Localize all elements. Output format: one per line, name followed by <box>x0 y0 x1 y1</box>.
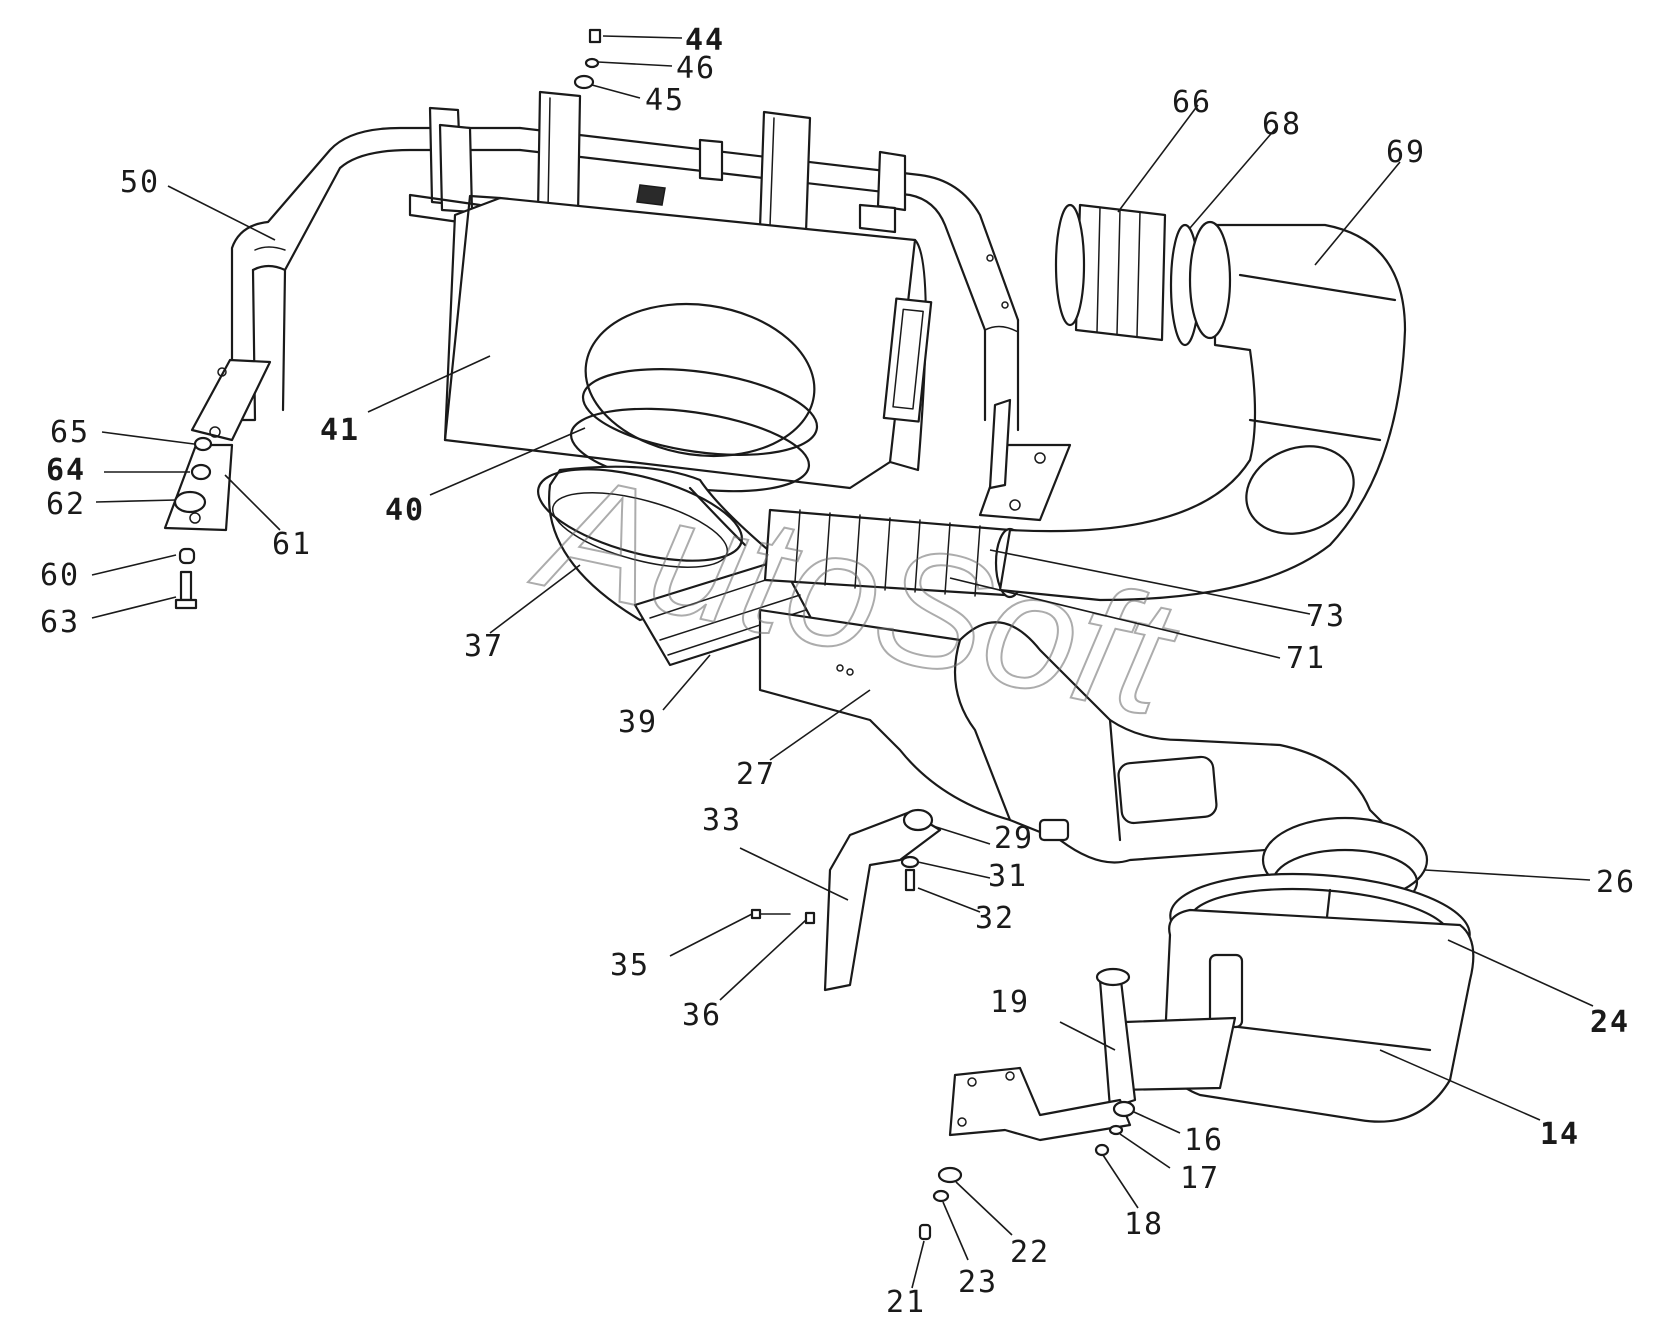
callout-32: 32 <box>975 901 1015 936</box>
callout-35: 35 <box>610 948 650 983</box>
callout-39: 39 <box>618 705 658 740</box>
callout-45: 45 <box>645 83 685 118</box>
callout-41: 41 <box>320 413 360 448</box>
callout-46: 46 <box>676 51 716 86</box>
lower-housing-part-14 <box>1163 908 1475 1123</box>
callout-labels: 44 46 45 66 68 69 50 41 65 64 62 61 60 6… <box>40 23 1636 1320</box>
callout-71: 71 <box>1286 641 1326 676</box>
intake-duct-part-27 <box>758 608 1402 864</box>
bracket-bar-part-50 <box>163 90 1072 532</box>
callout-19: 19 <box>990 985 1030 1020</box>
callout-24: 24 <box>1590 1005 1630 1040</box>
callout-17: 17 <box>1180 1161 1220 1196</box>
washers-16-17-18 <box>1094 1100 1136 1157</box>
callout-61: 61 <box>272 527 312 562</box>
bolt-washer-stack-44-46-45 <box>573 28 602 90</box>
bolt-stack-60-63 <box>174 547 198 610</box>
callout-36: 36 <box>682 998 722 1033</box>
callout-66: 66 <box>1172 85 1212 120</box>
callout-64: 64 <box>46 453 86 488</box>
callout-29: 29 <box>994 821 1034 856</box>
callout-60: 60 <box>40 558 80 593</box>
callout-33: 33 <box>702 803 742 838</box>
callout-16: 16 <box>1184 1123 1224 1158</box>
callout-26: 26 <box>1596 865 1636 900</box>
washers-21-22-23 <box>918 1166 963 1241</box>
callout-63: 63 <box>40 605 80 640</box>
callout-37: 37 <box>464 629 504 664</box>
callout-44: 44 <box>685 23 725 58</box>
support-bracket-part-33 <box>823 808 942 992</box>
outlet-ring-part-40 <box>569 302 819 493</box>
callout-69: 69 <box>1386 135 1426 170</box>
callout-22: 22 <box>1010 1235 1050 1270</box>
support-bracket-part-19 <box>948 967 1237 1142</box>
callout-62: 62 <box>46 487 86 522</box>
callout-73: 73 <box>1306 599 1346 634</box>
callout-68: 68 <box>1262 107 1302 142</box>
elbow-part-69 <box>998 220 1407 602</box>
callout-18: 18 <box>1124 1207 1164 1242</box>
small-fasteners-35-36 <box>750 908 816 925</box>
leader-lines <box>91 35 1594 1289</box>
callout-31: 31 <box>988 859 1028 894</box>
sleeve-part-66 <box>1054 203 1167 342</box>
callout-23: 23 <box>958 1265 998 1300</box>
callout-65: 65 <box>50 415 90 450</box>
callout-27: 27 <box>736 757 776 792</box>
callout-14: 14 <box>1540 1117 1580 1152</box>
washer-stack-62-64-65 <box>173 436 213 514</box>
callout-21: 21 <box>886 1285 926 1320</box>
callout-40: 40 <box>385 493 425 528</box>
callout-50: 50 <box>120 165 160 200</box>
